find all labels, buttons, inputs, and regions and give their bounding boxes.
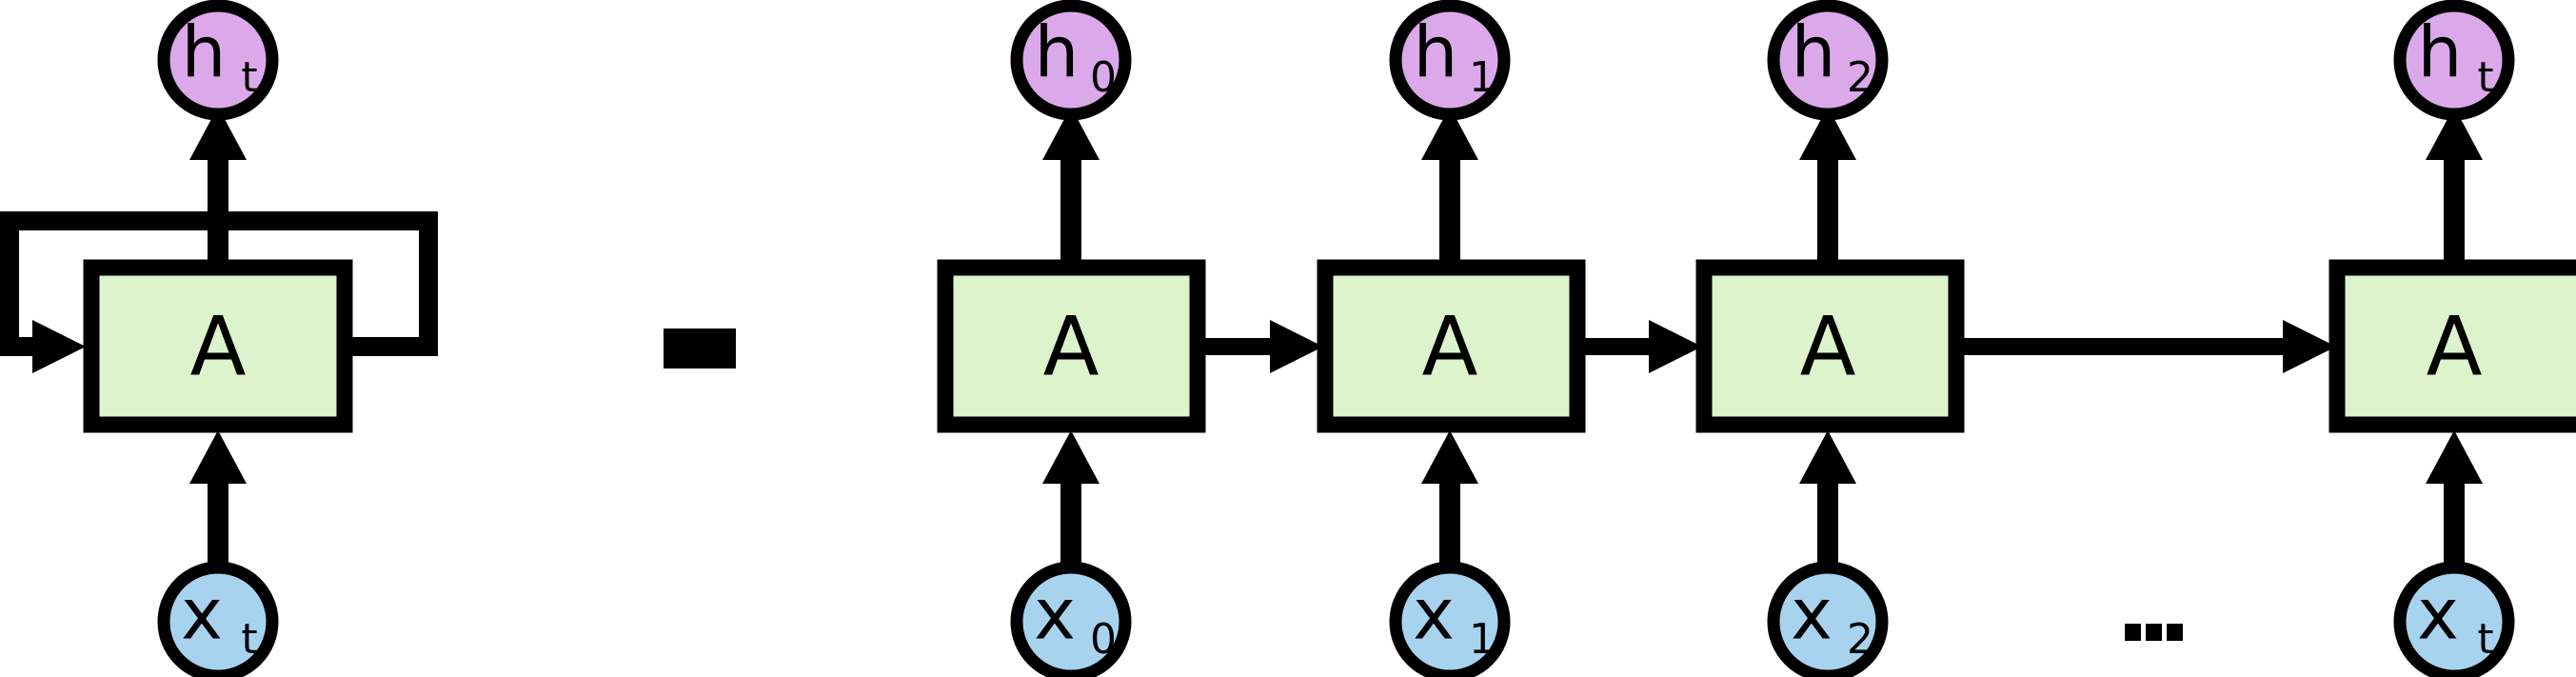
timestep-2-input-node-label: x: [1791, 574, 1833, 656]
timestep-t-output-arrowhead: [2426, 107, 2483, 160]
timestep-0-hidden-node: [1010, 0, 1132, 121]
folded-hidden-node: [157, 0, 279, 121]
timestep-1-hidden-node-subscript: 1: [1469, 53, 1496, 102]
folded-hidden-node-label: h: [182, 12, 227, 94]
timestep-t-cell-box: [2328, 259, 2576, 433]
ellipsis-group: ...: [2125, 624, 2183, 641]
state-connector-1-to-2-arrowhead: [1649, 320, 1702, 373]
timestep-t-input-arrowhead: [2426, 430, 2483, 484]
folded-input-node: [157, 561, 279, 677]
folded-rnn-group: A h t x t: [0, 0, 438, 677]
folded-cell-label: A: [190, 299, 247, 394]
timestep-1-hidden-node-label: h: [1414, 12, 1458, 94]
timestep-t-input-node-subscript: t: [2477, 615, 2493, 664]
timestep-1-group: A h 1 x 1: [1317, 0, 1586, 677]
ellipsis-dot-1-icon: [2125, 624, 2141, 641]
timestep-0-hidden-node-subscript: 0: [1090, 53, 1117, 102]
state-connector-2-to-t-arrowhead: [2283, 320, 2336, 373]
timestep-1-output-arrowhead: [1421, 107, 1478, 160]
timestep-0-cell-box: [937, 259, 1206, 433]
folded-hidden-output-arrowhead: [189, 107, 247, 160]
timestep-0-input-arrowhead: [1042, 430, 1100, 484]
timestep-1-hidden-node: [1389, 0, 1511, 121]
folded-input-node-subscript: t: [241, 615, 257, 664]
equality-group: =: [664, 329, 736, 368]
timestep-0-cell-label: A: [1043, 299, 1100, 394]
timestep-1-input-node: [1389, 561, 1511, 677]
recurrent-loop-arrowhead: [32, 320, 86, 373]
ellipsis-dot-3-icon: [2167, 624, 2183, 641]
timestep-1-input-node-subscript: 1: [1469, 615, 1496, 664]
folded-hidden-node-subscript: t: [241, 53, 257, 102]
timestep-2-input-arrowhead: [1799, 430, 1856, 484]
folded-input-node-label: x: [181, 574, 223, 656]
unrolled-rnn-group: A h 0 x 0 A h 1 x 1: [937, 0, 2576, 677]
timestep-t-input-node-label: x: [2417, 574, 2459, 656]
timestep-t-input-node: [2393, 561, 2515, 677]
timestep-1-input-node-label: x: [1413, 574, 1455, 656]
timestep-0-input-node: [1010, 561, 1132, 677]
timestep-1-cell-label: A: [1422, 299, 1478, 394]
timestep-2-hidden-node-subscript: 2: [1847, 53, 1873, 102]
folded-input-arrowhead: [189, 430, 247, 484]
timestep-t-hidden-node-label: h: [2418, 12, 2463, 94]
timestep-2-hidden-node-label: h: [1792, 12, 1836, 94]
timestep-0-input-node-subscript: 0: [1090, 615, 1117, 664]
timestep-2-output-arrowhead: [1799, 107, 1856, 160]
timestep-t-hidden-node-subscript: t: [2477, 53, 2493, 102]
timestep-2-input-node-subscript: 2: [1847, 615, 1873, 664]
timestep-2-group: A h 2 x 2: [1695, 0, 1965, 677]
timestep-0-hidden-node-label: h: [1035, 12, 1080, 94]
equals-sign-icon: [664, 329, 736, 368]
timestep-2-hidden-node: [1767, 0, 1889, 121]
timestep-t-group: A h t x t: [2328, 0, 2576, 677]
timestep-1-input-arrowhead: [1421, 430, 1478, 484]
timestep-2-cell-box: [1695, 259, 1965, 433]
timestep-t-cell-label: A: [2427, 299, 2483, 394]
ellipsis-dot-2-icon: [2146, 624, 2162, 641]
timestep-t-hidden-node: [2393, 0, 2515, 121]
state-connector-0-to-1-arrowhead: [1270, 320, 1323, 373]
timestep-0-output-arrowhead: [1042, 107, 1100, 160]
folded-cell-box: [83, 259, 353, 433]
timestep-0-input-node-label: x: [1034, 574, 1076, 656]
timestep-2-input-node: [1767, 561, 1889, 677]
timestep-1-cell-box: [1317, 259, 1586, 433]
timestep-0-group: A h 0 x 0: [937, 0, 1206, 677]
timestep-2-cell-label: A: [1800, 299, 1856, 394]
